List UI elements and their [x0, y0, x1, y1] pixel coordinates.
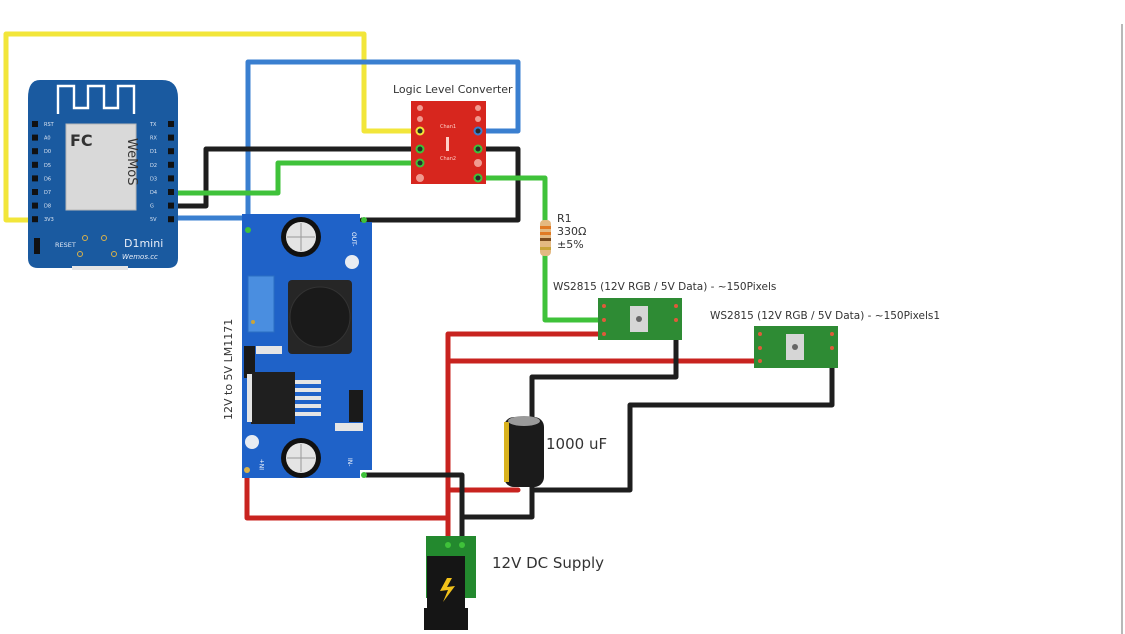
wire-black-led2-nc — [529, 359, 835, 493]
header-pin-d1 — [168, 148, 174, 155]
pin-label: RST — [44, 122, 55, 128]
pin-label: 3V3 — [44, 217, 54, 223]
resistor-r1[interactable]: R1 330Ω ±5% — [540, 212, 586, 256]
led-strip-2[interactable]: WS2815 (12V RGB / 5V Data) - ~150Pixels1 — [710, 310, 940, 368]
buck-in-plus: IN+ — [259, 459, 266, 470]
resistor-ref: R1 — [557, 212, 572, 225]
pin-label: D8 — [44, 204, 51, 210]
board-label: D1mini — [124, 237, 163, 250]
pin-label: D2 — [150, 163, 157, 169]
pin-label: G — [150, 204, 154, 210]
header-pin-rx — [168, 134, 174, 141]
power-title: 12V DC Supply — [492, 554, 604, 572]
header-pin-d0 — [32, 148, 38, 155]
esp-module-shield — [65, 123, 137, 211]
header-pin-d2 — [168, 161, 174, 168]
level-shifter-title: Logic Level Converter — [393, 83, 513, 96]
header-pin-g — [168, 202, 174, 209]
header-pin-d5 — [32, 161, 38, 168]
brand-label: Wemos.cc — [122, 253, 158, 261]
wire-yellow-3v3-lv — [3, 31, 423, 223]
wire-black-cap-minus — [459, 487, 535, 520]
led-strip-1[interactable]: WS2815 (12V RGB / 5V Data) - ~150Pixels — [553, 281, 776, 340]
buck-side-label: 12V to 5V LM1171 — [222, 319, 235, 420]
antenna-trace — [56, 84, 136, 114]
wire-black-gnd-hv — [359, 146, 521, 223]
pin-label: D3 — [150, 176, 157, 182]
buck-out-minus: OUT- — [350, 232, 357, 246]
pin-label: D5 — [44, 163, 51, 169]
header-pin-d4 — [168, 189, 174, 195]
capacitor-1000uf[interactable]: 1000 uF — [504, 416, 607, 487]
header-pin-5v — [168, 216, 174, 223]
header-pin-rst — [32, 121, 38, 127]
pin-label: A0 — [44, 136, 51, 142]
header-pin-d6 — [32, 175, 38, 182]
header-pin-3v3 — [32, 216, 38, 223]
wire-green-r1-di — [542, 251, 607, 323]
header-pin-d3 — [168, 175, 174, 182]
logic-level-converter[interactable]: Logic Level Converter Chan1 Chan2 — [393, 83, 513, 184]
reset-label: RESET — [55, 241, 76, 249]
dc-power-jack[interactable]: 12V DC Supply — [424, 536, 604, 630]
wire-green-hv2-r1 — [475, 175, 548, 225]
pin-label: D1 — [150, 149, 157, 155]
wire-black-gnd-lv — [173, 146, 423, 209]
lightning-icon — [440, 578, 455, 602]
wire-red-in-plus — [244, 467, 451, 521]
buck-in-minus: IN- — [346, 458, 353, 466]
pin-label: D7 — [44, 190, 51, 196]
header-pin-a0 — [32, 134, 38, 141]
header-pin-d7 — [32, 189, 38, 195]
chan1-label: Chan1 — [440, 124, 456, 130]
led2-title: WS2815 (12V RGB / 5V Data) - ~150Pixels1 — [710, 310, 940, 322]
resistor-tolerance: ±5% — [557, 238, 584, 251]
resistor-value: 330Ω — [557, 225, 586, 238]
pin-label: TX — [149, 122, 157, 128]
pin-label: 5V — [150, 217, 157, 223]
wire-green-d4-lv2 — [173, 160, 423, 196]
pin-label: D4 — [150, 190, 157, 196]
pin-label: RX — [150, 136, 157, 142]
fc-logo: FC — [70, 131, 93, 150]
pin-label: D6 — [44, 176, 51, 182]
module-label: WeMoS — [124, 138, 139, 186]
capacitor-value: 1000 uF — [546, 435, 607, 453]
header-pin-tx — [168, 121, 174, 127]
pin-label: D0 — [44, 149, 51, 155]
header-pin-d8 — [32, 202, 38, 209]
led1-title: WS2815 (12V RGB / 5V Data) - ~150Pixels — [553, 281, 776, 293]
buck-out-plus: OUT+ — [237, 224, 244, 242]
page-edge-rule — [1121, 24, 1123, 634]
chan2-label: Chan2 — [440, 156, 456, 162]
buck-converter[interactable]: 12V to 5V LM1171 OUT+ OUT- IN+ IN- — [222, 214, 372, 478]
wire-black-in-minus — [361, 472, 465, 548]
